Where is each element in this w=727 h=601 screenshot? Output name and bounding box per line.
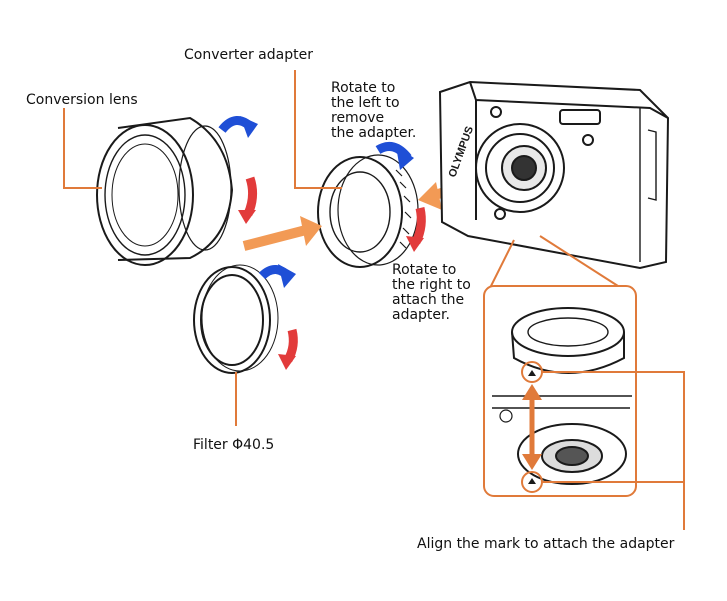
conversion-lens-leader bbox=[63, 108, 102, 189]
move-arrow-to-adapter bbox=[242, 216, 322, 251]
rotate-left-label: Rotate to the left to remove the adapter… bbox=[331, 80, 417, 141]
filter-label: Filter Φ40.5 bbox=[193, 437, 275, 453]
conversion-lens bbox=[96, 116, 234, 266]
conversion-lens-label: Conversion lens bbox=[26, 92, 138, 108]
detail-inset bbox=[483, 235, 637, 497]
align-mark-label: Align the mark to attach the adapter bbox=[417, 536, 675, 552]
filter-rotation-arrows bbox=[258, 264, 298, 370]
converter-adapter-leader bbox=[294, 70, 342, 189]
rotate-right-label: Rotate to the right to attach the adapte… bbox=[392, 262, 471, 323]
leader-lines bbox=[63, 70, 685, 530]
converter-adapter-label: Converter adapter bbox=[184, 47, 313, 63]
align-mark-leader-top bbox=[542, 371, 685, 530]
filter-ring bbox=[193, 264, 279, 374]
adapter-rotation-arrows bbox=[375, 141, 426, 252]
camera bbox=[438, 80, 670, 270]
lens-rotation-arrows bbox=[218, 116, 258, 224]
converter-adapter bbox=[317, 154, 419, 268]
